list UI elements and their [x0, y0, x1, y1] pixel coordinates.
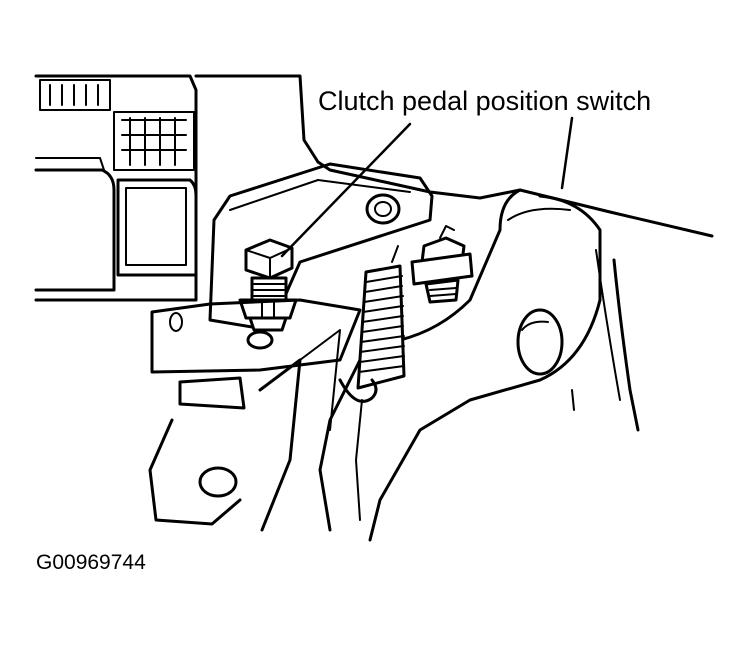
callout-leader-line: [282, 124, 410, 256]
pedal-bracket: [210, 164, 432, 330]
clutch-pedal-position-switch: [240, 240, 296, 330]
pedal-lower-section: [150, 330, 340, 530]
lower-bracket-arm: [152, 300, 360, 408]
figure-id: G00969744: [36, 551, 146, 574]
cable: [562, 118, 572, 188]
return-spring: [340, 246, 404, 520]
callout-label: Clutch pedal position switch: [318, 86, 652, 116]
relay-block: [36, 76, 196, 300]
pedal-stop-bolt: [412, 226, 472, 302]
